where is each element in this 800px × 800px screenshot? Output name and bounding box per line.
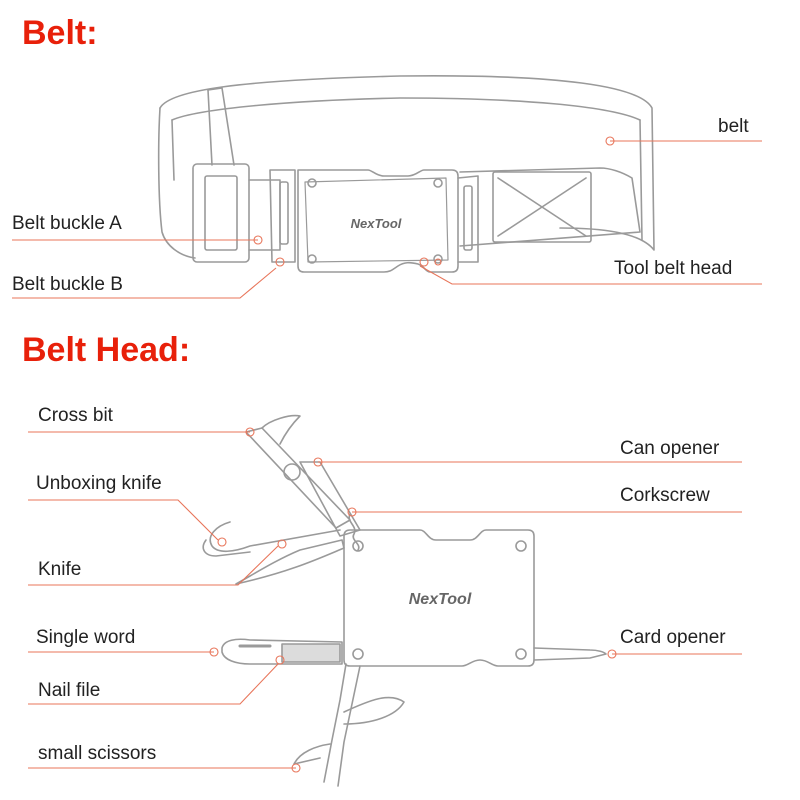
tool-card-head: [343, 529, 535, 667]
tool-small-scissors: [293, 663, 405, 787]
callout-can-opener: [313, 457, 742, 467]
belt-strap: [157, 74, 655, 259]
tool-nail-file: [281, 643, 341, 663]
label-card-opener: Card opener: [620, 627, 726, 648]
belt-buckle-b: [269, 169, 296, 263]
card-head-logo: NexTool: [409, 591, 472, 608]
callout-nail-file: [28, 655, 285, 705]
tool-corkscrew: [348, 513, 360, 551]
callout-single-word: [28, 647, 219, 657]
section-title-belt-head: Belt Head:: [22, 331, 191, 369]
label-belt: belt: [718, 116, 749, 137]
label-nail-file: Nail file: [38, 680, 101, 701]
tool-knife: [235, 539, 345, 585]
label-can-opener: Can opener: [620, 438, 720, 459]
callout-tool-belt-head: [419, 257, 762, 285]
callout-small-scissors: [28, 763, 301, 773]
tool-unboxing-knife: [202, 521, 341, 557]
belt-head-logo: NexTool: [351, 216, 402, 231]
callout-knife: [28, 539, 287, 586]
label-tool-belt-head: Tool belt head: [614, 258, 733, 279]
label-belt-buckle-b: Belt buckle B: [12, 274, 123, 295]
label-cross-bit: Cross bit: [38, 405, 113, 426]
tool-card-opener: [533, 647, 607, 661]
tool-single-word: [221, 638, 343, 665]
callout-unboxing-knife: [28, 499, 227, 547]
belt-buckle-a: [192, 163, 281, 263]
label-corkscrew: Corkscrew: [620, 485, 710, 506]
callout-buckle-a: [12, 235, 263, 245]
tool-belt-head: [297, 169, 459, 273]
label-knife: Knife: [38, 559, 82, 580]
callout-buckle-b: [12, 257, 285, 299]
label-single-word: Single word: [36, 627, 136, 648]
callout-card-opener: [607, 649, 742, 659]
tool-cross-bit: [245, 414, 351, 529]
label-unboxing-knife: Unboxing knife: [36, 473, 162, 494]
callout-cross-bit: [28, 427, 255, 437]
label-small-scissors: small scissors: [38, 743, 157, 764]
belt-head-right-clip: [457, 175, 479, 263]
callout-belt: [605, 136, 762, 146]
section-title-belt: Belt:: [22, 14, 98, 52]
callout-corkscrew: [347, 507, 742, 517]
label-belt-buckle-a: Belt buckle A: [12, 213, 122, 234]
belt-strap-window: [492, 171, 592, 243]
